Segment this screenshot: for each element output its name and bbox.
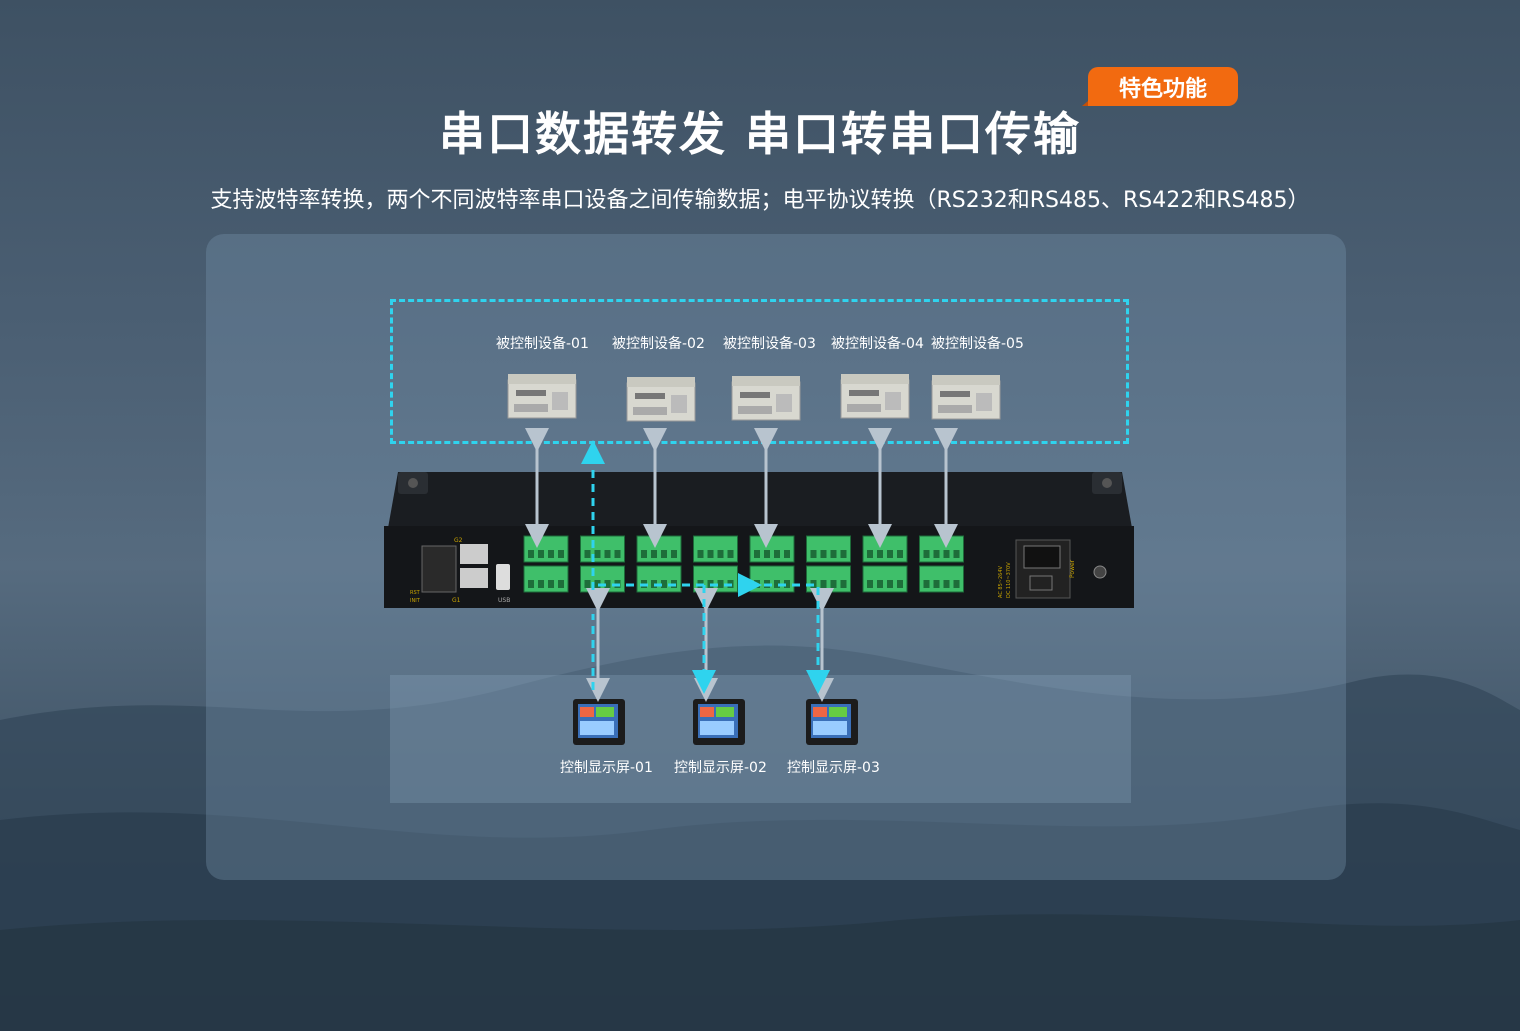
terminal-pin xyxy=(697,550,704,558)
terminal-pin xyxy=(877,580,883,588)
terminal-pin xyxy=(953,580,960,588)
ac-label: AC 85~264V xyxy=(998,565,1004,598)
init-label: INIT xyxy=(410,598,421,604)
terminal-pin xyxy=(604,580,611,588)
terminal-pin xyxy=(923,580,930,588)
terminal-pin xyxy=(784,580,790,588)
g1-label: G1 xyxy=(452,597,461,604)
terminal-pin xyxy=(584,580,591,588)
device-label-02: 被控制设备-02 xyxy=(612,336,705,352)
device-label-01: 被控制设备-01 xyxy=(496,336,589,352)
terminal-pin xyxy=(754,550,760,558)
page-title: 串口数据转发 串口转串口传输 xyxy=(438,107,1081,161)
terminal-pin xyxy=(830,550,837,558)
terminal-pin xyxy=(594,580,601,588)
plc-device-icon xyxy=(507,374,577,419)
terminal-pin xyxy=(717,580,724,588)
terminal-pin xyxy=(840,580,847,588)
terminal-pin xyxy=(594,550,601,558)
terminal-pin xyxy=(661,580,667,588)
terminal-pin xyxy=(661,550,667,558)
terminal-pin xyxy=(810,550,817,558)
terminal-pin xyxy=(887,580,893,588)
terminal-pin xyxy=(933,550,940,558)
terminal-pin xyxy=(774,580,780,588)
hmi-display-icon xyxy=(806,699,858,745)
terminal-pin xyxy=(538,580,544,588)
terminal-pin xyxy=(867,550,873,558)
terminal-pin xyxy=(784,550,790,558)
device-label-05: 被控制设备-05 xyxy=(931,336,1024,352)
terminal-pin xyxy=(764,550,770,558)
background-sea xyxy=(0,645,1520,1031)
plc-device-icon xyxy=(626,377,696,422)
device-label-03: 被控制设备-03 xyxy=(723,336,816,352)
terminal-pin xyxy=(604,550,611,558)
terminal-pin xyxy=(820,550,827,558)
terminal-pin xyxy=(548,550,554,558)
terminal-pin xyxy=(887,550,893,558)
terminal-pin xyxy=(840,550,847,558)
terminal-pin xyxy=(877,550,883,558)
terminal-pin xyxy=(727,550,734,558)
plc-device-icon xyxy=(731,376,801,421)
rst-label: RST xyxy=(410,590,421,596)
feature-badge: 特色功能 xyxy=(1088,67,1238,106)
terminal-pin xyxy=(558,550,564,558)
hmi-display-icon xyxy=(693,699,745,745)
dc-label: DC 110~370V xyxy=(1006,562,1012,598)
plc-device-icon xyxy=(840,374,910,419)
usb-label: USB xyxy=(498,597,510,604)
display-group-box xyxy=(390,675,1131,803)
terminal-pin xyxy=(943,550,950,558)
terminal-pin xyxy=(558,580,564,588)
hmi-display-icon xyxy=(573,699,625,745)
terminal-pin xyxy=(717,550,724,558)
device-label-04: 被控制设备-04 xyxy=(831,336,924,352)
terminal-pin xyxy=(897,550,903,558)
display-label-02: 控制显示屏-02 xyxy=(674,760,767,776)
terminal-pin xyxy=(671,550,677,558)
terminal-pin xyxy=(933,580,940,588)
terminal-pin xyxy=(943,580,950,588)
terminal-pin xyxy=(820,580,827,588)
display-label-03: 控制显示屏-03 xyxy=(787,760,880,776)
terminal-pin xyxy=(584,550,591,558)
terminal-pin xyxy=(774,550,780,558)
terminal-pin xyxy=(641,550,647,558)
terminal-pin xyxy=(897,580,903,588)
terminal-pin xyxy=(707,550,714,558)
flow-to-display-03 xyxy=(750,583,830,694)
terminal-pin xyxy=(538,550,544,558)
terminal-pin xyxy=(528,580,534,588)
power-label: Power xyxy=(1069,559,1076,578)
g2-label: G2 xyxy=(454,537,463,544)
plc-device-icon xyxy=(931,375,1001,420)
terminal-pin xyxy=(528,550,534,558)
display-label-01: 控制显示屏-01 xyxy=(560,760,653,776)
terminal-pin xyxy=(867,580,873,588)
terminal-pin xyxy=(651,550,657,558)
page-subtitle: 支持波特率转换，两个不同波特率串口设备之间传输数据；电平协议转换（RS232和R… xyxy=(210,188,1310,213)
terminal-pin xyxy=(923,550,930,558)
terminal-pin xyxy=(830,580,837,588)
terminal-pin xyxy=(548,580,554,588)
terminal-pin xyxy=(614,550,621,558)
terminal-pin xyxy=(953,550,960,558)
